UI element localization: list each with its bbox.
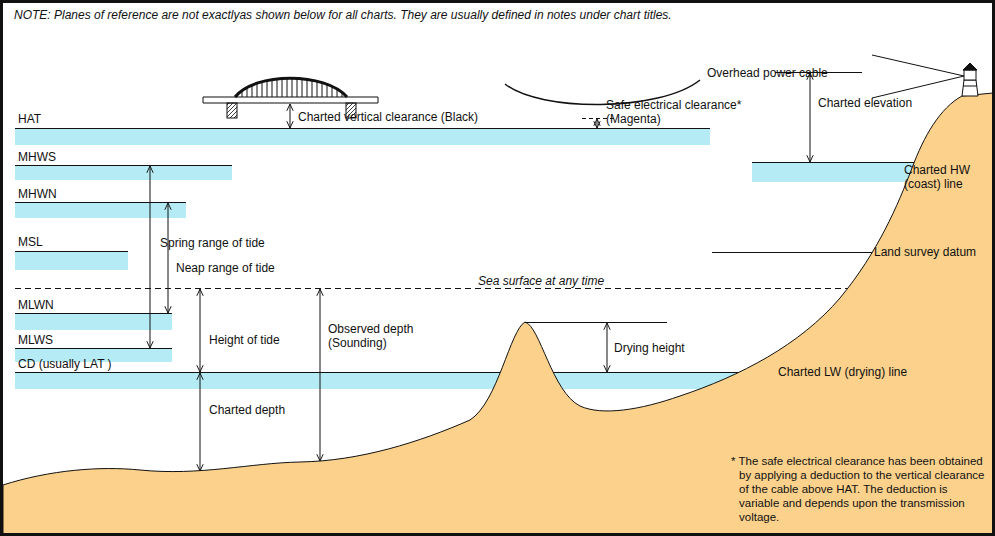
clearance-label: Safe electrical clearance* (Magenta) — [606, 98, 756, 126]
note-text: NOTE: Planes of reference are not exactl… — [14, 8, 672, 22]
range-label: Neap range of tide — [176, 261, 275, 275]
datum-label: MSL — [18, 235, 43, 249]
line-label: Charted LW (drying) line — [778, 365, 907, 379]
height-label: Height of tide — [209, 333, 280, 347]
datum-label: MHWS — [18, 150, 56, 164]
datum-label: MLWN — [18, 298, 54, 312]
lighthouse — [872, 55, 978, 98]
elevation-label: Charted elevation — [818, 96, 912, 110]
sea-surface-label: Sea surface at any time — [478, 274, 604, 288]
dimension-arrows — [150, 73, 862, 472]
footnote-text: * The safe electrical clearance has been… — [731, 454, 989, 524]
line-label: Charted HW (coast) line — [904, 163, 988, 191]
land-seabed — [3, 93, 993, 536]
datum-label: Land survey datum — [874, 245, 976, 259]
datum-lines — [15, 129, 932, 373]
height-label: Drying height — [614, 341, 685, 355]
depth-label: Charted depth — [209, 403, 285, 417]
datum-label: MLWS — [18, 333, 53, 347]
clearance-label: Charted vertical clearance (Black) — [298, 110, 478, 124]
datum-label: MHWN — [18, 187, 57, 201]
cable-label: Overhead power cable — [707, 66, 828, 80]
datum-label: HAT — [18, 112, 41, 126]
depth-label: Observed depth (Sounding) — [328, 322, 428, 350]
datum-label: CD (usually LAT ) — [18, 357, 112, 371]
range-label: Spring range of tide — [160, 236, 265, 250]
